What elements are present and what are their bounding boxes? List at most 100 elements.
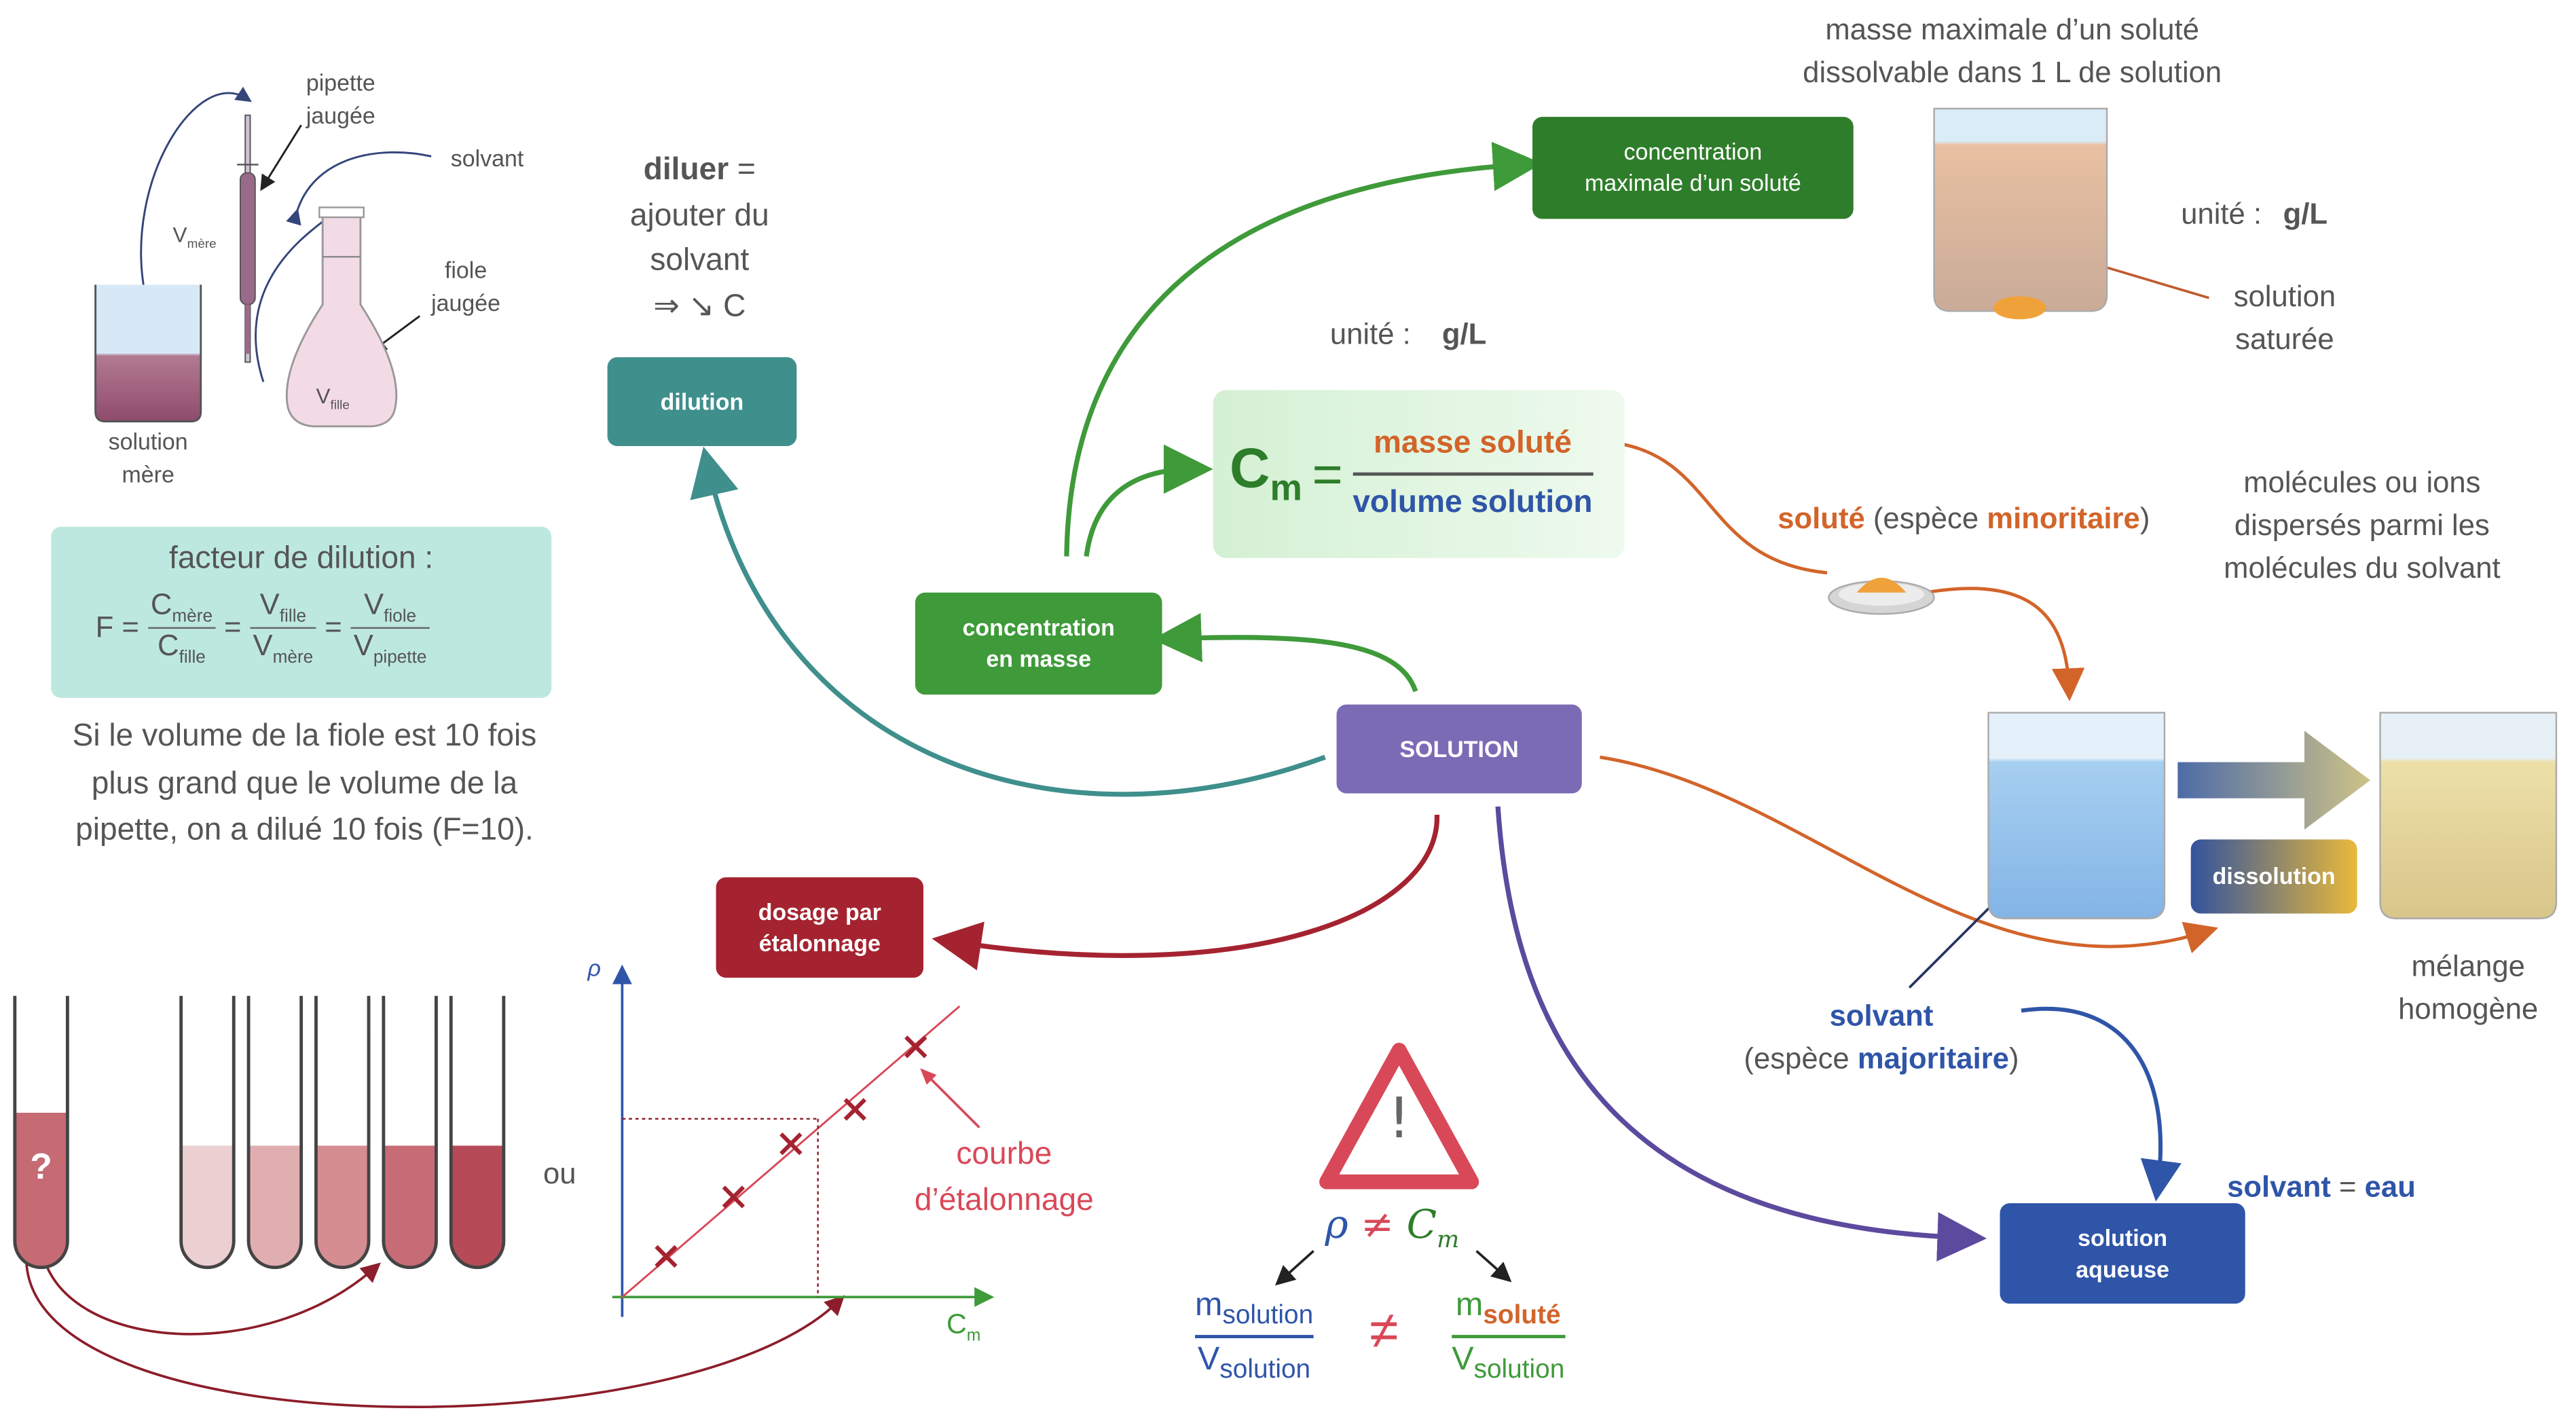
data-point: [843, 1098, 866, 1121]
v-solution-1-v: V: [1198, 1341, 1220, 1378]
saturated-label: solution saturée: [2203, 275, 2367, 361]
fraction-neq: ≠: [1369, 1300, 1399, 1360]
melange-label: mélange homogène: [2374, 945, 2563, 1031]
v-solution-2-sub: solution: [1473, 1356, 1565, 1384]
cm-warning-c: C: [1406, 1201, 1437, 1248]
pipette-label-l2: jaugée: [306, 103, 375, 129]
solvant-paren-close: ): [2008, 1042, 2019, 1075]
majoritaire-word: majoritaire: [1857, 1042, 2009, 1075]
solution-mere-label: solution mère: [90, 424, 206, 491]
tube-liquid: [383, 1145, 437, 1268]
v-mere-sub: mère: [187, 236, 217, 251]
frac-v1: Vfille Vmère: [249, 587, 317, 668]
data-point: [722, 1185, 746, 1209]
c-mere-sub: mère: [172, 606, 213, 627]
facteur-note: Si le volume de la fiole est 10 fois plu…: [16, 714, 593, 855]
solute-paren-open: (espèce: [1864, 502, 1987, 535]
tube-liquid: [249, 1145, 301, 1268]
curve-pointer: [920, 1068, 980, 1128]
melange-l1: mélange: [2411, 949, 2525, 983]
data-point: [904, 1035, 927, 1059]
cm-warning: Cm: [1406, 1201, 1460, 1254]
cm-sub: m: [1270, 467, 1302, 509]
calibration-chart: [612, 964, 995, 1317]
rho-fraction: msolution Vsolution: [1195, 1287, 1314, 1386]
solvant-label: solvant (espèce majoritaire): [1720, 994, 2042, 1080]
curve-label: courbe d’étalonnage: [889, 1133, 1119, 1223]
data-point: [655, 1245, 678, 1268]
v-mere: V: [253, 629, 273, 662]
unknown-mark: ?: [30, 1145, 52, 1187]
test-tube: [13, 995, 69, 1270]
fiole-label: fiole jaugée: [408, 253, 523, 320]
tube-liquid: [451, 1145, 504, 1268]
saturation-top-l1: masse maximale d’un soluté: [1825, 13, 2199, 46]
saturation-unit-label: unité :: [2181, 197, 2262, 231]
diluer-equals: =: [729, 153, 756, 188]
v-fiole: V: [363, 587, 384, 621]
beaker-solution-mere: [94, 284, 202, 423]
x-axis-c: C: [946, 1308, 967, 1340]
v-mere-v: V: [172, 222, 187, 247]
fiole-jaugee-icon: [285, 213, 398, 428]
concentration-masse-node: concentration en masse: [915, 592, 1162, 695]
cm-eq: =: [1312, 443, 1343, 503]
cm-c: C: [1229, 438, 1270, 501]
m-solution-m: m: [1195, 1287, 1223, 1324]
m-solution-sub: solution: [1222, 1302, 1314, 1330]
minoritaire-word: minoritaire: [1987, 502, 2140, 535]
saturation-top-text: masse maximale d’un soluté dissolvable d…: [1745, 8, 2280, 94]
tube-liquid: [14, 1112, 68, 1268]
cm-unit: unité : g/L: [1330, 313, 1486, 356]
warning-mark: !: [1388, 1086, 1411, 1153]
cm-warning-sub: m: [1437, 1228, 1460, 1254]
facteur-eq2: =: [325, 610, 342, 644]
facteur-formula: F = Cmère Cfille = Vfille Vmère = Vfiole…: [96, 587, 430, 668]
cm-unit-value: g/L: [1441, 317, 1487, 351]
saturated-l1: solution: [2233, 280, 2336, 313]
solute-paren-close: ): [2139, 502, 2150, 535]
mixture-beaker-icon: [2379, 712, 2558, 919]
cm-fraction-warning: msoluté Vsolution: [1452, 1287, 1565, 1386]
neq-symbol: ≠: [1361, 1201, 1395, 1248]
solvent-beaker-icon: [1987, 712, 2166, 919]
v-mere-sub2: mère: [272, 648, 314, 668]
solution-aqueuse-node: solution aqueuse: [2000, 1203, 2245, 1304]
dissolution-label: dissolution: [2212, 862, 2336, 889]
test-tube: [382, 995, 438, 1270]
dissolution-node: dissolution: [2190, 839, 2357, 914]
solute-desc-l1: molécules ou ions: [2243, 466, 2481, 499]
solvant-eau-word: solvant: [2227, 1170, 2331, 1204]
v-fille: V: [259, 587, 280, 621]
facteur-note-l1: Si le volume de la fiole est 10 fois: [72, 719, 537, 754]
fit-line: [621, 1005, 961, 1298]
v-solution-2: Vsolution: [1452, 1342, 1564, 1386]
pipette-label-l1: pipette: [306, 69, 375, 96]
saturated-l2: saturée: [2235, 323, 2334, 356]
ou-label: ou: [543, 1157, 576, 1190]
solution-aqueuse-line2: aqueuse: [2076, 1255, 2169, 1282]
v-solution-1: Vsolution: [1198, 1342, 1310, 1386]
x-axis-label: Cm: [946, 1308, 980, 1345]
dilution-node: dilution: [607, 357, 797, 446]
facteur-title: facteur de dilution :: [169, 541, 434, 576]
dosage-node: dosage par étalonnage: [716, 877, 924, 978]
tube-liquid: [316, 1145, 369, 1268]
concentration-masse-line2: en masse: [986, 645, 1092, 672]
solute-desc-l2: dispersés parmi les: [2234, 509, 2490, 542]
cm-formula-box: Cm = masse soluté volume solution: [1213, 390, 1625, 558]
v-fille-label: Vfille: [316, 382, 349, 414]
solution-mere-l1: solution: [108, 428, 188, 455]
y-axis-label: ρ: [587, 955, 601, 981]
fiole-label-l2: jaugée: [431, 290, 501, 317]
diluer-note: diluer = ajouter du solvant ⇒ ↘ C: [593, 148, 807, 329]
concentration-max-line1: concentration: [1623, 138, 1763, 165]
saturated-beaker-icon: [1933, 107, 2108, 320]
dilution-node-label: dilution: [660, 388, 744, 414]
concentration-masse-line1: concentration: [962, 614, 1115, 641]
test-tube: [246, 995, 303, 1270]
curve-label-l1: courbe: [956, 1137, 1052, 1173]
solvant-paren-open: (espèce: [1744, 1042, 1858, 1075]
saturation-top-l2: dissolvable dans 1 L de solution: [1803, 56, 2222, 90]
solute-dish-icon: [1828, 577, 1935, 615]
